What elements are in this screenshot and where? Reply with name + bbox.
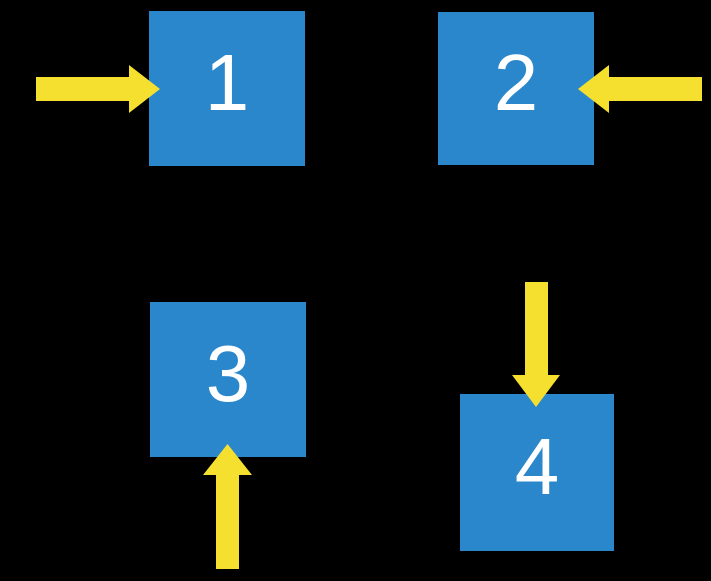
down-arrow-icon: [512, 282, 560, 407]
box-3: 3: [150, 302, 306, 457]
box-4: 4: [460, 394, 614, 551]
box-4-label: 4: [514, 421, 560, 511]
box-2: 2: [438, 12, 594, 165]
box-3-label: 3: [205, 328, 251, 418]
box-1: 1: [149, 11, 305, 166]
right-arrow-icon: [36, 65, 160, 113]
up-arrow-icon: [203, 444, 252, 569]
box-1-label: 1: [204, 37, 250, 127]
box-2-label: 2: [493, 37, 539, 127]
left-arrow-icon: [578, 65, 702, 113]
